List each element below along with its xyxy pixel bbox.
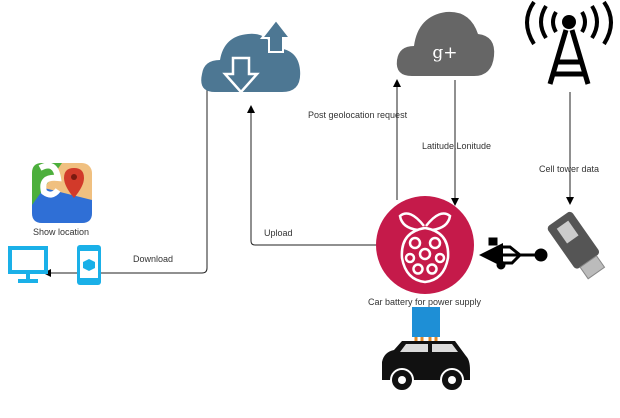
lat-lon-label: Latitude,Lonitude <box>422 141 492 151</box>
upload-label: Upload <box>264 228 293 238</box>
google-maps-icon <box>32 162 92 223</box>
post-geolocation-label: Post geolocation request <box>308 110 408 120</box>
download-connector <box>43 90 208 277</box>
usb-icon <box>479 237 548 270</box>
download-label: Download <box>133 254 174 264</box>
cell-tower-icon <box>525 0 613 85</box>
usb-stick-icon[interactable] <box>546 210 608 281</box>
raspberry-pi-icon <box>376 196 474 294</box>
cloud-download-upload-icon <box>201 18 301 94</box>
power-supply-label: Car battery for power supply <box>368 297 482 307</box>
google-plus-cloud-icon: g+ <box>396 11 495 77</box>
car-icon <box>382 307 470 392</box>
cell-tower-data-label: Cell tower data <box>539 164 600 174</box>
smartphone-icon[interactable] <box>77 245 101 285</box>
upload-connector <box>247 105 377 246</box>
battery-icon <box>412 307 440 337</box>
google-plus-text: g+ <box>432 43 457 63</box>
show-location-label: Show location <box>33 227 90 237</box>
monitor-icon[interactable] <box>8 246 48 283</box>
